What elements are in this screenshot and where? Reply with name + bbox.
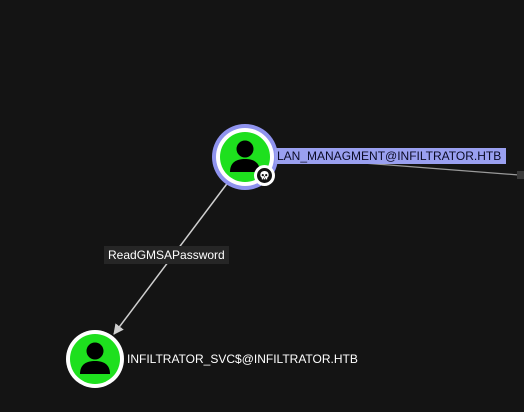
edge-offscreen[interactable] — [362, 162, 520, 176]
person-icon — [230, 140, 260, 172]
edge-label-readgmsapassword[interactable]: ReadGMSAPassword — [104, 246, 229, 264]
offscreen-node-stub[interactable] — [517, 171, 524, 179]
node-lan-managment[interactable] — [212, 124, 278, 190]
node-label-infiltrator-svc[interactable]: INFILTRATOR_SVC$@INFILTRATOR.HTB — [127, 352, 358, 366]
skull-badge — [254, 165, 275, 186]
node-fill — [220, 132, 270, 182]
skull-icon — [260, 171, 269, 180]
node-fill — [70, 334, 120, 384]
node-infiltrator-svc[interactable] — [66, 330, 124, 388]
person-icon — [80, 342, 110, 374]
node-label-lan-managment[interactable]: LAN_MANAGMENT@INFILTRATOR.HTB — [275, 148, 507, 164]
